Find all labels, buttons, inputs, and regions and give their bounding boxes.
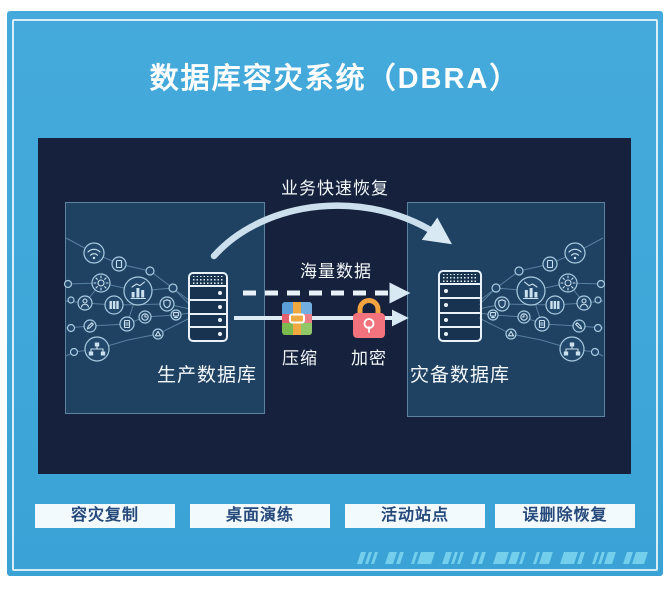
- backup-server-icon: [438, 270, 482, 342]
- deco-bar: [604, 551, 616, 564]
- deco-bar: [385, 551, 397, 564]
- slide-background: 数据库容灾系统（DBRA）: [7, 11, 663, 576]
- deco-bar: [396, 551, 404, 564]
- server-vent: [442, 274, 478, 283]
- deco-bar: [371, 551, 378, 564]
- compression-archive-icon: [282, 302, 312, 340]
- button-accidental-delete-recovery[interactable]: 误删除恢复: [495, 504, 635, 528]
- encryption-label: 加密: [351, 349, 387, 368]
- decorative-bars: [357, 551, 649, 564]
- recovery-flow-label: 业务快速恢复: [281, 179, 389, 198]
- deco-bar: [519, 551, 526, 564]
- production-server-icon: [188, 272, 228, 342]
- production-db-label: 生产数据库: [157, 365, 258, 386]
- backup-db-label: 灾备数据库: [410, 365, 511, 386]
- deco-bar: [508, 551, 520, 564]
- deco-bar: [457, 551, 464, 564]
- deco-bar: [417, 551, 435, 564]
- button-active-site[interactable]: 活动站点: [345, 504, 485, 528]
- deco-bar: [560, 551, 578, 564]
- deco-bar: [442, 551, 452, 564]
- mass-data-flow-label: 海量数据: [300, 262, 372, 281]
- encryption-lock-icon: [352, 296, 386, 343]
- page-title: 数据库容灾系统（DBRA）: [149, 63, 521, 95]
- deco-bar: [632, 551, 648, 564]
- diagram-panel: 业务快速恢复 海量数据 压缩 加密 生产数据库 灾备数据库: [38, 138, 631, 474]
- button-disaster-replication[interactable]: 容灾复制: [35, 504, 175, 528]
- recovery-arrow: [210, 202, 452, 260]
- button-desktop-drill[interactable]: 桌面演练: [190, 504, 330, 528]
- deco-bar: [577, 551, 585, 564]
- deco-bar: [478, 551, 486, 564]
- deco-bar: [539, 551, 553, 564]
- compression-label: 压缩: [282, 349, 318, 368]
- deco-bar: [623, 551, 633, 564]
- server-vent: [192, 276, 224, 285]
- deco-bar: [493, 551, 509, 564]
